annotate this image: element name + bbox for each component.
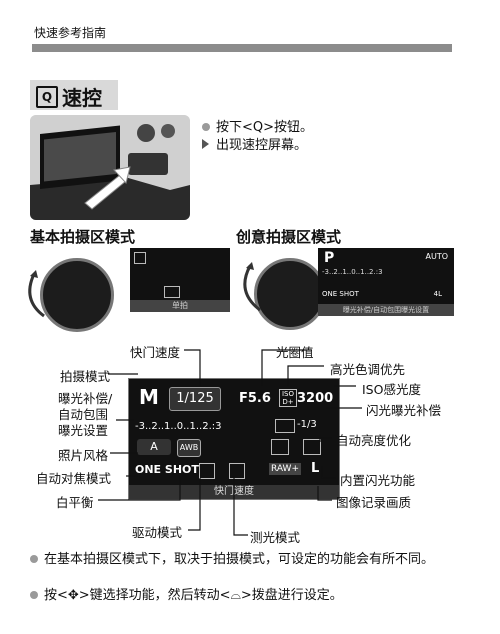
- quick-control-icon: Q: [36, 86, 58, 108]
- qc-af-mode[interactable]: ONE SHOT: [135, 463, 199, 476]
- rotate-arrow-icon: [28, 270, 45, 318]
- step-1-text: 按下<Q>按钮。: [216, 120, 314, 135]
- qc-white-balance[interactable]: AWB: [177, 439, 201, 457]
- label-style: 照片风格: [58, 448, 109, 463]
- metering-mode-icon[interactable]: [229, 463, 245, 479]
- basic-screen-bottom: 单拍: [130, 300, 230, 312]
- page-header: 快速参考指南: [34, 26, 107, 40]
- note-2: 按<✥>键选择功能，然后转动<⌓>拨盘进行设定。: [30, 584, 450, 603]
- single-shot-icon: [164, 286, 180, 298]
- label-exp-2: 自动包围: [58, 407, 109, 422]
- bullet-icon: [30, 591, 38, 599]
- label-mode: 拍摄模式: [60, 369, 111, 384]
- bullet-icon: [30, 555, 38, 563]
- basic-mode-dial: [40, 258, 114, 332]
- label-aperture: 光圈值: [276, 345, 314, 360]
- label-builtin-flash: 内置闪光功能: [340, 473, 416, 488]
- auto-lighting-icon[interactable]: [271, 439, 289, 455]
- label-drive: 驱动模式: [132, 525, 183, 540]
- basic-zone-label: 基本拍摄区模式: [30, 228, 136, 246]
- arrow-icon: [202, 139, 209, 149]
- built-in-flash-icon[interactable]: [303, 439, 321, 455]
- step-2: 出现速控屏幕。: [202, 134, 307, 153]
- qc-exposure-scale[interactable]: -3..2..1..0..1..2.:3: [135, 421, 222, 432]
- header-rule: [32, 44, 452, 52]
- rotate-arrow-icon: [243, 262, 261, 312]
- qc-mode: M: [139, 385, 159, 409]
- label-quality: 图像记录画质: [336, 495, 412, 510]
- label-metering: 测光模式: [250, 530, 301, 545]
- qc-flash-comp[interactable]: -1/3: [297, 419, 317, 430]
- scene-auto-icon: [134, 252, 146, 264]
- label-wb: 白平衡: [56, 495, 94, 510]
- creative-mode-value: P: [324, 250, 335, 266]
- bullet-icon: [202, 123, 210, 131]
- creative-zone-label: 创意拍摄区模式: [236, 228, 342, 246]
- note-1-text: 在基本拍摄区模式下，取决于拍摄模式，可设定的功能会有所不同。: [44, 552, 435, 567]
- creative-qc-screen: P AUTO -3..2..1..0..1..2.:3 ONE SHOT 4L …: [318, 248, 454, 316]
- step-1: 按下<Q>按钮。: [202, 116, 313, 135]
- section-title-box: [30, 80, 118, 110]
- camera-illustration: [30, 115, 190, 220]
- note-2-text: 按<✥>键选择功能，然后转动<⌓>拨盘进行设定。: [44, 588, 343, 603]
- basic-qc-screen: 单拍: [130, 248, 230, 312]
- creative-quality: 4L: [433, 290, 442, 298]
- section-title: 速控: [62, 86, 102, 110]
- qc-picture-style[interactable]: A: [137, 439, 171, 455]
- qc-aperture[interactable]: F5.6: [239, 391, 271, 406]
- step-2-text: 出现速控屏幕。: [216, 138, 308, 153]
- label-flash-comp: 闪光曝光补偿: [366, 403, 442, 418]
- flash-comp-icon[interactable]: [275, 419, 295, 433]
- creative-af-mode: ONE SHOT: [322, 290, 359, 298]
- creative-iso-auto: AUTO: [425, 252, 448, 261]
- label-alo: 自动亮度优化: [336, 433, 412, 448]
- label-shutter: 快门速度: [130, 345, 181, 360]
- label-exp-1: 曝光补偿/: [58, 391, 113, 406]
- qc-raw[interactable]: RAW+: [269, 463, 301, 475]
- drive-mode-icon[interactable]: [199, 463, 215, 479]
- label-exp-3: 曝光设置: [58, 423, 109, 438]
- label-af: 自动对焦模式: [36, 471, 112, 486]
- qc-quality[interactable]: L: [311, 461, 320, 476]
- qc-shutter[interactable]: 1/125: [169, 387, 221, 411]
- creative-exposure-scale: -3..2..1..0..1..2.:3: [322, 268, 383, 276]
- creative-mode-dial: [254, 258, 326, 330]
- label-iso: ISO感光度: [362, 382, 421, 397]
- qc-iso[interactable]: 3200: [297, 391, 334, 406]
- label-hto: 高光色调优先: [330, 362, 406, 377]
- creative-screen-bottom: 曝光补偿/自动包围曝光设置: [318, 304, 454, 316]
- note-1: 在基本拍摄区模式下，取决于拍摄模式，可设定的功能会有所不同。: [30, 548, 450, 567]
